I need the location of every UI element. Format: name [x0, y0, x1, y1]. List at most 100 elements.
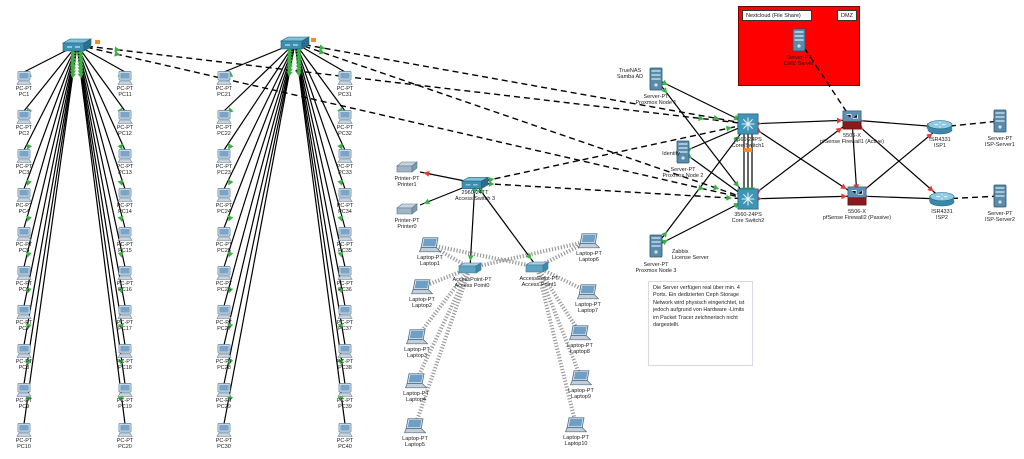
port-b-nas-core2 [733, 180, 739, 187]
pc-icon-pc17[interactable] [117, 305, 133, 319]
pc-icon-pc31[interactable] [337, 71, 353, 85]
pc-icon-pc36[interactable] [337, 266, 353, 280]
access-switch-1-icon[interactable] [62, 38, 92, 52]
link-pc34 [294, 42, 346, 190]
pc-icon-pc6[interactable] [16, 266, 32, 280]
pc-icon-pc12[interactable] [117, 110, 133, 124]
laptop-icon-laptop2[interactable] [411, 279, 433, 295]
pc-icon-pc8[interactable] [16, 344, 32, 358]
pc-icon-pc29[interactable] [216, 383, 232, 397]
access-point-icon-1[interactable] [525, 261, 549, 273]
pc-icon-pc35[interactable] [337, 227, 353, 241]
truenas-server-icon[interactable] [649, 67, 663, 91]
dmz-server-name: DMZ Server [784, 61, 814, 67]
router-icon-2[interactable] [929, 192, 955, 207]
link-pc18 [76, 44, 126, 346]
port-pc39 [337, 359, 344, 366]
isp-server2-icon[interactable] [993, 184, 1007, 208]
pc-type-pc5: PC-PT [16, 242, 33, 248]
truenas-name: Proxmox Node 1 [636, 100, 677, 106]
laptop-type-laptop7: Laptop-PT [575, 302, 601, 308]
wifi-laptop2 [421, 266, 471, 289]
laptop-type-laptop5: Laptop-PT [402, 436, 428, 442]
laptop-icon-laptop8[interactable] [569, 325, 591, 341]
pc-type-pc16: PC-PT [117, 281, 134, 287]
pc-icon-pc27[interactable] [216, 305, 232, 319]
port-b-as3-printer1 [423, 170, 430, 177]
pc-icon-pc18[interactable] [117, 344, 133, 358]
pc-icon-pc32[interactable] [337, 110, 353, 124]
pc-name-pc22: PC22 [217, 131, 231, 137]
pc-icon-pc22[interactable] [216, 110, 232, 124]
port-pc29 [227, 359, 234, 366]
pc-icon-pc25[interactable] [216, 227, 232, 241]
port-b-as3-ap1 [525, 253, 532, 260]
truenas-role: TrueNAS [619, 68, 642, 74]
pc-icon-pc19[interactable] [117, 383, 133, 397]
pc-icon-pc14[interactable] [117, 188, 133, 202]
pc-icon-pc10[interactable] [16, 423, 32, 437]
laptop-icon-laptop6[interactable] [578, 233, 600, 249]
link-fw1-fw2 [851, 119, 858, 197]
pc-icon-pc28[interactable] [216, 344, 232, 358]
pc-icon-pc11[interactable] [117, 71, 133, 85]
access-point-name-0: Access Point0 [455, 283, 490, 289]
pc-icon-pc38[interactable] [337, 344, 353, 358]
port-a-sw2-core1 [319, 44, 326, 51]
router-icon-1[interactable] [927, 120, 953, 135]
pc-type-pc34: PC-PT [337, 203, 354, 209]
port-pc9 [25, 359, 32, 366]
port-a-sw1-core2 [114, 50, 121, 57]
dmz-server-icon[interactable] [792, 28, 806, 52]
firewall-icon-2[interactable] [847, 186, 867, 206]
pc-icon-pc24[interactable] [216, 188, 232, 202]
pc-icon-pc1[interactable] [16, 71, 32, 85]
pc-icon-pc7[interactable] [16, 305, 32, 319]
access-point-icon-0[interactable] [458, 262, 482, 274]
pc-icon-pc21[interactable] [216, 71, 232, 85]
port-a-sw1-core1 [114, 46, 121, 53]
zabbix-role: Zabbix [672, 249, 689, 255]
access-switch-3-icon[interactable] [461, 177, 489, 189]
pc-icon-pc13[interactable] [117, 149, 133, 163]
pc-icon-pc20[interactable] [117, 423, 133, 437]
pc-icon-pc4[interactable] [16, 188, 32, 202]
laptop-icon-laptop4[interactable] [405, 373, 427, 389]
pc-icon-pc15[interactable] [117, 227, 133, 241]
pc-icon-pc23[interactable] [216, 149, 232, 163]
pc-icon-pc26[interactable] [216, 266, 232, 280]
pc-type-pc24: PC-PT [216, 203, 233, 209]
zabbix-server-icon[interactable] [649, 234, 663, 258]
laptop-icon-laptop7[interactable] [577, 284, 599, 300]
firewall-icon-1[interactable] [842, 110, 862, 130]
printer-type-printer1: Printer-PT [394, 176, 420, 182]
pc-icon-pc3[interactable] [16, 149, 32, 163]
link-core2-fw1 [747, 119, 853, 200]
core-switch-icon-2[interactable] [737, 188, 759, 210]
dmz-title-label: Nextcloud (File Share) [742, 10, 812, 21]
printer-icon-printer0[interactable] [396, 203, 418, 215]
core-switch-icon-1[interactable] [737, 113, 759, 135]
laptop-icon-laptop10[interactable] [565, 417, 587, 433]
pc-icon-pc34[interactable] [337, 188, 353, 202]
pc-icon-pc9[interactable] [16, 383, 32, 397]
pc-icon-pc39[interactable] [337, 383, 353, 397]
access-switch-2-icon[interactable] [280, 36, 310, 50]
firewall-name-2: pfSense Firewall2 (Passive) [823, 215, 891, 221]
pc-icon-pc16[interactable] [117, 266, 133, 280]
pc-icon-pc40[interactable] [337, 423, 353, 437]
isp-server1-icon[interactable] [993, 109, 1007, 133]
pc-type-pc10: PC-PT [16, 438, 33, 444]
pc-icon-pc30[interactable] [216, 423, 232, 437]
laptop-icon-laptop9[interactable] [570, 370, 592, 386]
laptop-icon-laptop5[interactable] [404, 418, 426, 434]
printer-icon-printer1[interactable] [396, 161, 418, 173]
wifi-laptop10 [535, 266, 578, 426]
pc-icon-pc33[interactable] [337, 149, 353, 163]
pc-icon-pc5[interactable] [16, 227, 32, 241]
pc-name-pc26: PC26 [217, 287, 231, 293]
identify-type: Server-PT [670, 167, 696, 173]
pc-icon-pc2[interactable] [16, 110, 32, 124]
laptop-icon-laptop3[interactable] [406, 329, 428, 345]
pc-icon-pc37[interactable] [337, 305, 353, 319]
